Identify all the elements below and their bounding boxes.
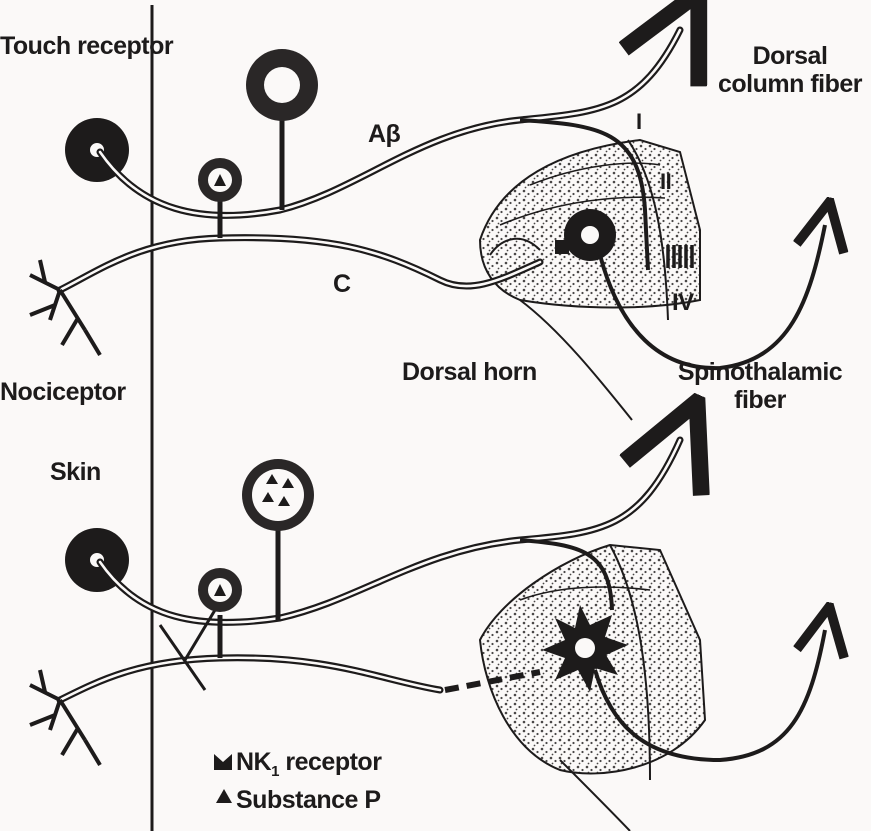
substance-p-glyph — [216, 789, 232, 803]
dorsal-horn-pointer — [520, 300, 632, 420]
legend-substance-p: Substance P — [236, 786, 381, 814]
lamina-iv-label: IV — [672, 290, 694, 317]
nk1-receptor-glyph — [214, 754, 232, 770]
c-fiber-bottom — [60, 658, 440, 700]
c-fiber-top — [60, 238, 540, 290]
lamina-i-label: I — [636, 110, 642, 135]
dorsal-horn-label: Dorsal horn — [402, 358, 537, 386]
legend-nk1: NK1 receptor — [236, 748, 381, 781]
c-fiber-label: C — [333, 270, 351, 298]
dorsal-column-fiber-label: Dorsal column fiber — [710, 42, 870, 98]
spinothalamic-fiber-label: Spinothalamic fiber — [650, 358, 870, 414]
nociceptor-label: Nociceptor — [0, 378, 126, 406]
lamina-ii-label: II — [660, 170, 671, 195]
touch-receptor-label: Touch receptor — [0, 32, 173, 60]
abeta-label: Aβ — [368, 120, 400, 148]
skin-label: Skin — [50, 458, 101, 486]
